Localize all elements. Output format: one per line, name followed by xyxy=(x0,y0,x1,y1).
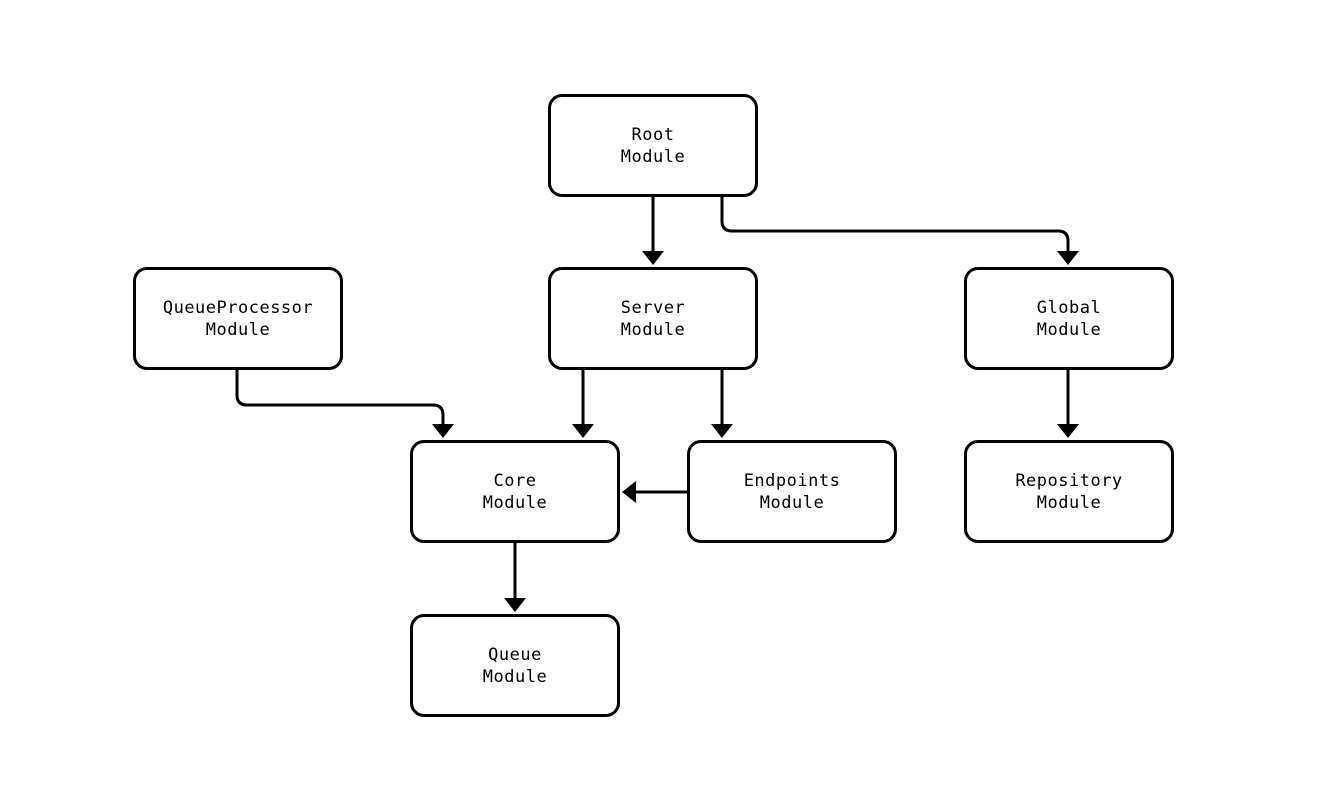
node-label-primary: Repository xyxy=(1015,470,1123,491)
arrowhead-server-core xyxy=(572,424,594,438)
arrowhead-root-server xyxy=(642,251,664,265)
node-label-primary: QueueProcessor xyxy=(162,297,314,318)
arrowhead-root-global xyxy=(1057,251,1079,265)
node-label-secondary: Module xyxy=(482,492,548,513)
node-label-secondary: Module xyxy=(1036,319,1102,340)
node-label-primary: Core xyxy=(493,470,537,491)
node-label-primary: Server xyxy=(620,297,686,318)
node-label-primary: Global xyxy=(1036,297,1102,318)
node-label-secondary: Module xyxy=(759,492,825,513)
arrowhead-server-endpoints xyxy=(711,424,733,438)
node-label-secondary: Module xyxy=(205,319,271,340)
node-label-secondary: Module xyxy=(1036,492,1102,513)
node-label-secondary: Module xyxy=(620,146,686,167)
node-label-primary: Endpoints xyxy=(743,470,841,491)
edge-queueprocessor-core xyxy=(235,370,445,426)
node-label-secondary: Module xyxy=(482,666,548,687)
node-label-primary: Queue xyxy=(488,644,542,665)
node-label-primary: Root xyxy=(631,124,675,145)
arrowhead-endpoints-core xyxy=(622,481,636,503)
edge-root-global xyxy=(720,197,1070,253)
arrowhead-global-repository xyxy=(1057,424,1079,438)
node-label-secondary: Module xyxy=(620,319,686,340)
arrowhead-core-queue xyxy=(504,598,526,612)
arrowhead-queueprocessor-core xyxy=(432,424,454,438)
